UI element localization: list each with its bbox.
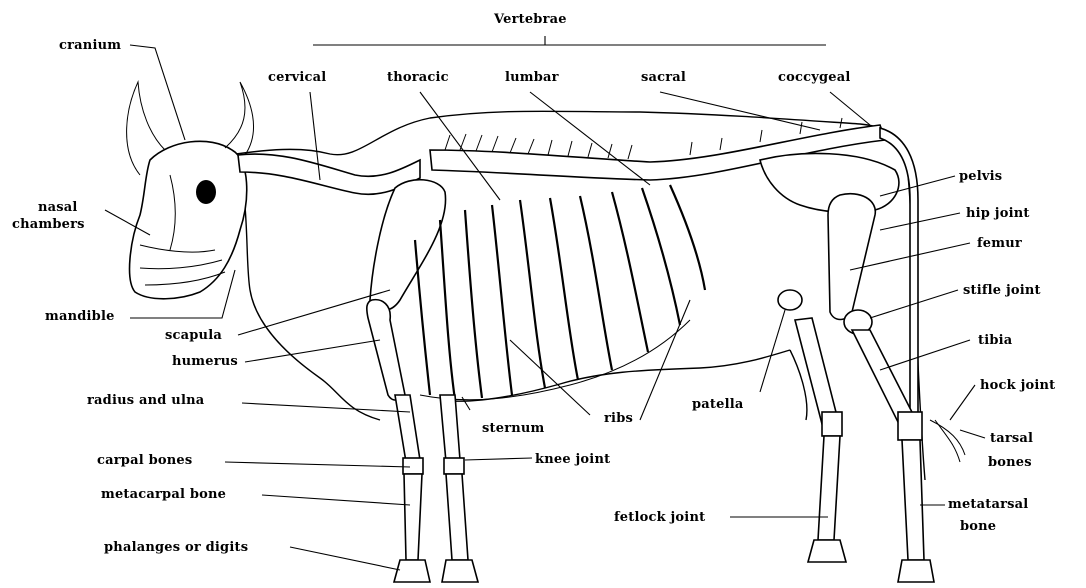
label-metatarsal-bone-1: metatarsal <box>948 497 1028 512</box>
label-pelvis: pelvis <box>959 169 1002 184</box>
label-hock-joint: hock joint <box>980 378 1055 393</box>
label-cranium: cranium <box>59 38 121 53</box>
label-nasal-chambers-2: chambers <box>12 217 85 232</box>
label-scapula: scapula <box>165 328 222 343</box>
label-nasal-chambers-1: nasal <box>38 200 78 215</box>
label-vertebrae: Vertebrae <box>494 12 567 27</box>
label-metatarsal-bone-2: bone <box>960 519 996 534</box>
label-tibia: tibia <box>978 333 1012 348</box>
label-femur: femur <box>977 236 1022 251</box>
scapula-bone <box>370 180 446 310</box>
vertebrae-bracket <box>313 36 826 45</box>
label-patella: patella <box>692 397 744 412</box>
label-cervical: cervical <box>268 70 326 85</box>
label-coccygeal: coccygeal <box>778 70 851 85</box>
label-carpal-bones: carpal bones <box>97 453 192 468</box>
skull <box>127 82 254 299</box>
foreleg-bones <box>367 300 478 582</box>
label-humerus: humerus <box>172 354 238 369</box>
label-sacral: sacral <box>641 70 686 85</box>
label-metacarpal-bone: metacarpal bone <box>101 487 226 502</box>
label-phalanges: phalanges or digits <box>104 540 248 555</box>
label-thoracic: thoracic <box>387 70 449 85</box>
label-ribs: ribs <box>604 411 633 426</box>
label-tarsal-bones-2: bones <box>988 455 1032 470</box>
label-knee-joint: knee joint <box>535 452 610 467</box>
label-stifle-joint: stifle joint <box>963 283 1041 298</box>
label-mandible: mandible <box>45 309 115 324</box>
hindleg-bones <box>778 194 965 582</box>
label-tarsal-bones-1: tarsal <box>990 431 1033 446</box>
label-hip-joint: hip joint <box>966 206 1030 221</box>
label-lumbar: lumbar <box>505 70 559 85</box>
label-sternum: sternum <box>482 421 545 436</box>
label-fetlock-joint: fetlock joint <box>614 510 705 525</box>
label-radius-ulna: radius and ulna <box>87 393 204 408</box>
